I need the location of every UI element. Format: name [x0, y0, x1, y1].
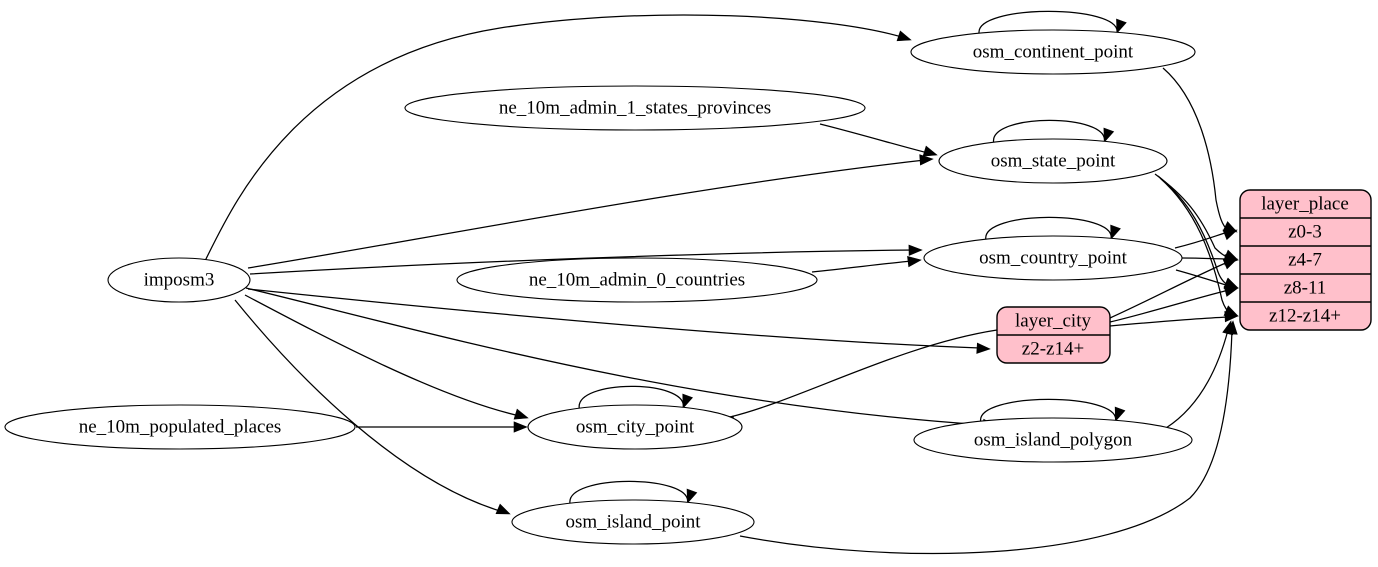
edge-self-osm-island-polygon-line: [980, 398, 1117, 423]
edge-imposm3-to-osm-island-polygon-line: [245, 287, 986, 426]
edge-imposm3-to-osm-state-point-line: [247, 159, 926, 269]
edge-layer-city-to-layer-place-z4-7-arrowhead: [1222, 258, 1238, 270]
edge-layer-city-to-osm-city-point-line: [729, 329, 998, 418]
edge-imposm3-to-layer-city-arrowhead: [976, 342, 991, 354]
node-ne-10m-populated-places-shape[interactable]: [4, 404, 356, 450]
edge-self-osm-country-point-arrowhead: [1110, 224, 1121, 240]
edge-self-osm-continent-point-arrowhead: [1116, 18, 1127, 34]
record-layer-place-body[interactable]: [1239, 189, 1372, 331]
edge-layer-city-to-layer-place-z8-11-line: [1109, 289, 1230, 323]
edge-self-osm-state-point-line: [993, 119, 1105, 144]
edge-imposm3-to-osm-city-point-arrowhead: [513, 408, 529, 420]
edge-self-osm-continent-point-line: [978, 10, 1118, 35]
edge-osm-state-point-to-layer-place-z8-11-line: [1157, 175, 1231, 287]
edge-self-osm-country-point-line: [985, 216, 1112, 241]
node-osm-island-polygon-shape[interactable]: [913, 417, 1193, 463]
edge-osm-state-point-to-layer-place-z12-z14-line: [1159, 177, 1232, 315]
node-osm-state-point[interactable]: osm_state_point: [938, 138, 1168, 184]
edge-osm-country-point-to-layer-place-z0-3-arrowhead: [1222, 229, 1238, 241]
edge-layer-city-to-layer-place-z12-z14-arrowhead: [1224, 311, 1239, 323]
node-osm-state-point-shape[interactable]: [938, 138, 1168, 184]
node-imposm3[interactable]: imposm3: [107, 257, 251, 303]
edge-self-osm-city-point-arrowhead: [682, 393, 694, 409]
node-ne-10m-admin-1-states-provinces-shape[interactable]: [404, 85, 866, 131]
node-ne-10m-admin-0-countries-shape[interactable]: [456, 257, 818, 303]
edge-ne-admin0-to-osm-country-point-line: [811, 260, 913, 273]
edge-layer: [204, 10, 1239, 555]
edge-self-osm-city-point-line: [578, 385, 684, 410]
edge-osm-island-polygon-to-layer-place-z12-z14-line: [1165, 329, 1229, 429]
edge-osm-country-point-to-layer-place-z4-7-line: [1181, 257, 1230, 260]
edge-imposm3-to-layer-city-line: [247, 288, 981, 349]
edge-layer-city-to-layer-place-z8-11-arrowhead: [1223, 285, 1239, 297]
record-layer-city[interactable]: layer_city z2-z14+: [996, 306, 1111, 364]
edge-imposm3-to-osm-island-point-line: [234, 299, 501, 512]
node-layer: imposm3 ne_10m_admin_1_states_provinces …: [4, 29, 1196, 545]
edge-layer-city-to-layer-place-z4-7-line: [1109, 261, 1229, 319]
node-osm-island-point[interactable]: osm_island_point: [511, 499, 755, 545]
edge-self-osm-island-point-arrowhead: [686, 488, 698, 504]
node-ne-10m-admin-1-states-provinces[interactable]: ne_10m_admin_1_states_provinces: [404, 85, 866, 131]
edge-ne-admin1-to-osm-state-point-arrowhead: [922, 145, 938, 157]
node-osm-country-point[interactable]: osm_country_point: [923, 235, 1183, 281]
node-ne-10m-populated-places[interactable]: ne_10m_populated_places: [4, 404, 356, 450]
edge-imposm3-to-osm-island-point-arrowhead: [495, 503, 511, 515]
edge-ne-admin0-to-osm-country-point-arrowhead: [907, 255, 922, 268]
node-imposm3-shape[interactable]: [107, 257, 251, 303]
edge-self-osm-island-point-line: [569, 480, 689, 505]
edge-osm-island-point-to-layer-place-z12-z14-line: [739, 329, 1233, 555]
edge-imposm3-to-osm-city-point-line: [244, 294, 521, 417]
record-layer-place[interactable]: layer_place z0-3 z4-7 z8-11 z12-z14+: [1239, 189, 1372, 331]
node-osm-continent-point[interactable]: osm_continent_point: [910, 29, 1196, 75]
edge-imposm3-to-osm-state-point-arrowhead: [919, 154, 934, 166]
edge-imposm3-to-osm-continent-point-arrowhead: [896, 30, 912, 42]
node-osm-continent-point-shape[interactable]: [910, 29, 1196, 75]
edge-osm-state-point-to-layer-place-z4-7-line: [1154, 173, 1230, 259]
edge-ne-populated-to-osm-city-point-arrowhead: [513, 421, 528, 433]
edge-ne-admin1-to-osm-state-point-line: [819, 123, 929, 154]
edge-self-osm-island-polygon-arrowhead: [1114, 406, 1126, 422]
node-osm-city-point-shape[interactable]: [527, 404, 743, 450]
node-ne-10m-admin-0-countries[interactable]: ne_10m_admin_0_countries: [456, 257, 818, 303]
node-osm-country-point-shape[interactable]: [923, 235, 1183, 281]
edge-imposm3-to-osm-country-point-arrowhead: [908, 244, 923, 256]
node-osm-island-point-shape[interactable]: [511, 499, 755, 545]
edge-imposm3-to-osm-continent-point-line: [204, 14, 906, 262]
edge-osm-island-point-to-layer-place-z12-z14-arrowhead: [1226, 320, 1238, 335]
node-osm-island-polygon[interactable]: osm_island_polygon: [913, 417, 1193, 463]
edge-imposm3-to-osm-country-point-line: [249, 249, 916, 275]
edge-self-osm-state-point-arrowhead: [1103, 127, 1115, 143]
edge-layer-city-to-layer-place-z12-z14-line: [1109, 316, 1231, 327]
edge-osm-continent-point-to-layer-place-z0-3-line: [1162, 67, 1229, 231]
node-osm-city-point[interactable]: osm_city_point: [527, 404, 743, 450]
